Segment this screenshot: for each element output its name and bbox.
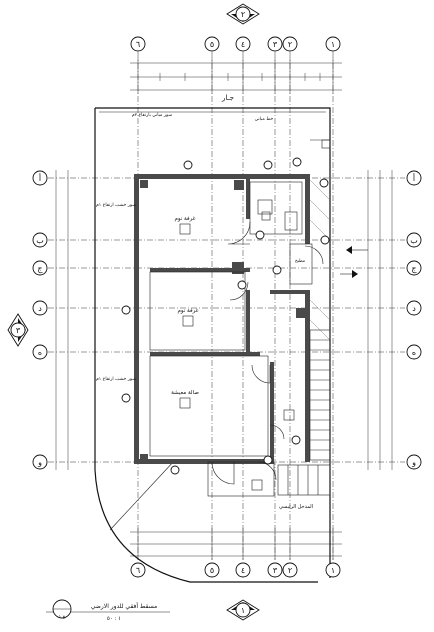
direction-arrows <box>340 246 368 278</box>
label-fence-left-2: سور خشب ارتفاع ١م <box>96 377 136 382</box>
title-sheet: ع ١ <box>59 615 66 620</box>
title-scale: ١ : ٥٠ <box>107 616 121 622</box>
grid-label: ١ <box>331 566 335 575</box>
grid-bubble-col-1-bottom <box>325 562 341 578</box>
section-marker-left: ٣ <box>7 313 29 347</box>
grid-label: ٣ <box>273 566 278 575</box>
label-bedroom-1: غرفة نوم <box>174 216 195 222</box>
grid-bubble-col-4-bottom <box>235 562 251 578</box>
grid-bubble-row-f-right <box>406 454 422 470</box>
grid-label: د <box>412 304 416 313</box>
annotations: جـار سور مباني بارتفاع ٢م خط مباني سور خ… <box>96 94 313 510</box>
building-walls <box>134 174 310 464</box>
grid-bubbles-top: ٦ ٥ ٤ ٣ ٢ ١ <box>130 36 341 52</box>
hatch-band <box>309 179 331 341</box>
grid-lines <box>48 52 405 560</box>
grid-bubbles-right: أ ب ج د ه و <box>406 170 422 470</box>
grid-label: ه <box>38 348 42 357</box>
label-entrance: المدخل الرئيسي <box>279 504 313 510</box>
top-dimensions <box>130 58 342 94</box>
grid-label: ب <box>410 236 418 245</box>
bottom-dimensions <box>130 528 342 560</box>
label-fence-left-1: سور خشب ارتفاع ١م <box>96 203 136 208</box>
grid-bubble-row-a-right <box>406 170 422 186</box>
detail-callouts <box>121 157 330 475</box>
label-building-line: خط مباني <box>255 117 274 122</box>
title-block: ع ١ مسقط أفقي للدور الارضي ١ : ٥٠ <box>46 599 170 622</box>
grid-label: ٤ <box>241 40 245 49</box>
grid-bubble-col-5-top <box>204 36 220 52</box>
section-marker-label: ٢ <box>241 10 245 19</box>
grid-label: ب <box>36 236 44 245</box>
grid-label: أ <box>39 173 41 183</box>
grid-label: ه <box>412 348 416 357</box>
grid-label: و <box>411 458 416 467</box>
title-text: مسقط أفقي للدور الارضي <box>91 602 157 610</box>
room-tags <box>179 211 295 491</box>
grid-bubble-row-d-left <box>32 300 48 316</box>
grid-bubble-col-2-bottom <box>282 562 298 578</box>
section-marker-top: ٢ <box>226 3 260 25</box>
grid-bubble-col-5-bottom <box>204 562 220 578</box>
grid-bubble-row-c-right <box>406 260 422 276</box>
side-dimensions <box>55 170 393 470</box>
grid-label: ٦ <box>136 40 140 49</box>
label-kitchen: مطبخ <box>295 259 306 264</box>
door-swings <box>211 221 324 485</box>
plot-boundary <box>94 107 331 583</box>
grid-label: و <box>37 458 42 467</box>
label-neighbor: جـار <box>221 94 234 102</box>
grid-bubble-col-3-bottom <box>267 562 283 578</box>
grid-bubble-row-d-right <box>406 300 422 316</box>
grid-bubble-row-a-left <box>32 170 48 186</box>
section-marker-label: ١ <box>241 606 245 615</box>
grid-label: ج <box>411 264 417 273</box>
partitions <box>149 181 313 497</box>
grid-label: ٣ <box>273 40 278 49</box>
grid-bubble-col-1-top <box>325 36 341 52</box>
grid-bubbles-left: أ ب ج د ه و <box>32 170 48 470</box>
grid-label: ج <box>37 264 43 273</box>
grid-label: ١ <box>331 40 335 49</box>
grid-label: د <box>38 304 42 313</box>
grid-bubble-col-3-top <box>267 36 283 52</box>
label-living: صالة معيشة <box>171 390 199 396</box>
grid-bubble-col-6-top <box>130 36 146 52</box>
label-bedroom-2: غرفة نوم <box>177 308 198 314</box>
grid-bubble-col-4-top <box>235 36 251 52</box>
stair <box>277 329 331 496</box>
grid-label: ٤ <box>241 566 245 575</box>
grid-label: ٦ <box>136 566 140 575</box>
grid-bubble-row-e-right <box>406 344 422 360</box>
grid-label: ٢ <box>288 40 292 49</box>
grid-bubbles-bottom: ٦ ٥ ٤ ٣ ٢ ١ <box>130 562 341 578</box>
section-marker-label: ٣ <box>16 326 21 335</box>
grid-bubble-row-f-left <box>32 454 48 470</box>
grid-label: أ <box>413 173 415 183</box>
section-marker-bottom: ١ <box>226 599 260 621</box>
grid-bubble-row-e-left <box>32 344 48 360</box>
grid-bubble-row-c-left <box>32 260 48 276</box>
grid-bubble-row-b-left <box>32 232 48 248</box>
grid-label: ٥ <box>210 40 214 49</box>
grid-bubble-col-2-top <box>282 36 298 52</box>
grid-label: ٥ <box>210 566 214 575</box>
label-fence-top: سور مباني بارتفاع ٢م <box>132 113 173 118</box>
grid-bubble-col-6-bottom <box>130 562 146 578</box>
grid-label: ٢ <box>288 566 292 575</box>
grid-bubble-row-b-right <box>406 232 422 248</box>
